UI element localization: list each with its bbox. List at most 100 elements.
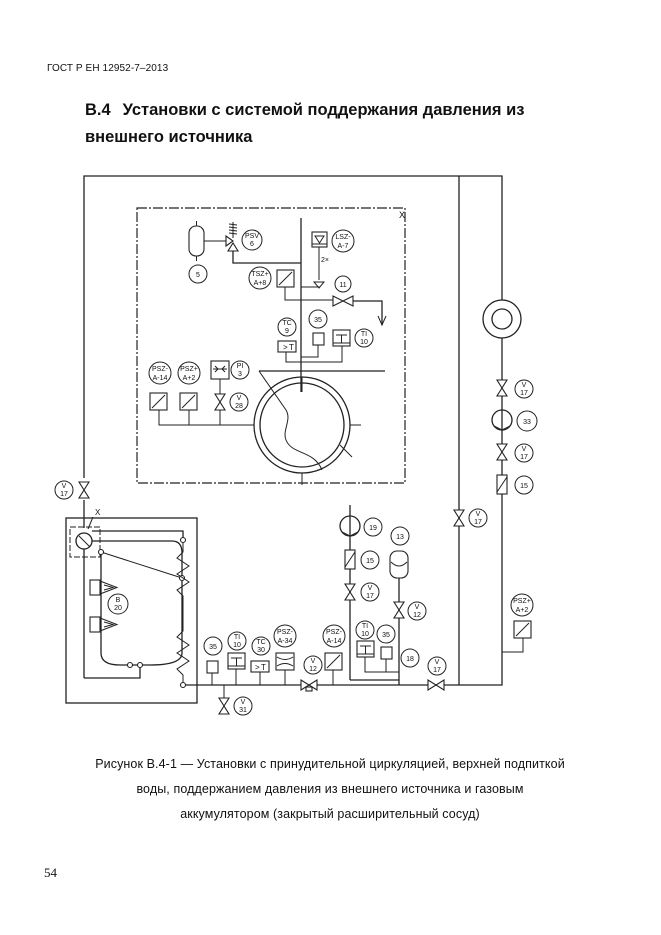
valve-v17-bottom — [427, 679, 445, 691]
valve-v31-drain — [218, 685, 230, 715]
svg-text:A-14: A-14 — [153, 375, 168, 382]
valve-v17-right-upper — [496, 379, 508, 397]
svg-text:13: 13 — [396, 534, 404, 541]
svg-text:17: 17 — [474, 519, 482, 526]
svg-text:9: 9 — [285, 328, 289, 335]
tag-b20: B20 — [107, 593, 129, 615]
svg-text:LSZ-: LSZ- — [335, 234, 351, 241]
boundary-x-marker: X — [399, 210, 405, 220]
svg-text:PSZ-: PSZ- — [152, 366, 169, 373]
svg-text:PI: PI — [237, 363, 244, 370]
svg-text:V: V — [522, 446, 527, 453]
svg-text:TI: TI — [362, 623, 368, 630]
svg-text:TI: TI — [361, 331, 367, 338]
makeup-pump-19 — [339, 515, 361, 537]
svg-text:12: 12 — [309, 666, 317, 673]
svg-text:V: V — [311, 658, 316, 665]
page-number: 54 — [44, 865, 57, 880]
tag-v17-right-upper: V17 — [514, 379, 534, 399]
main-pipework — [83, 175, 503, 686]
heat-consumer — [482, 299, 522, 339]
svg-text:A+2: A+2 — [183, 375, 196, 382]
tag-tc9: TC9 — [277, 317, 297, 337]
svg-text:17: 17 — [520, 390, 528, 397]
svg-text:33: 33 — [523, 419, 531, 426]
svg-text:A+8: A+8 — [254, 280, 267, 287]
valve-v12-bottom — [300, 679, 318, 692]
boiler-drum — [236, 370, 361, 485]
tag-15a: 15 — [514, 475, 534, 495]
section-heading: В.4 Установки с системой поддержания дав… — [85, 97, 605, 151]
svg-text:A+2: A+2 — [516, 607, 529, 614]
section-title: Установки с системой поддержания давлени… — [85, 101, 525, 146]
svg-text:35: 35 — [209, 644, 217, 651]
tag-psz-a2-top: PSZ+ A+2 — [177, 361, 201, 385]
svg-text:V: V — [241, 699, 246, 706]
svg-text:11: 11 — [339, 282, 346, 289]
tag-lsz-a7: LSZ- A-7 — [331, 229, 355, 253]
tag-tsz-a8: TSZ+ A+8 — [248, 266, 272, 290]
svg-text:17: 17 — [433, 667, 441, 674]
svg-text:10: 10 — [360, 339, 368, 346]
tag-13: 13 — [390, 526, 410, 546]
tag-psz-a34: PSZ- A-34 — [273, 624, 297, 648]
svg-text:20: 20 — [114, 605, 122, 612]
svg-text:18: 18 — [406, 656, 414, 663]
valve-v17-right-lower — [496, 443, 508, 461]
tag-18: 18 — [400, 648, 420, 668]
tag-11: 11 — [334, 275, 352, 293]
svg-text:V: V — [476, 511, 481, 518]
valve-v28 — [214, 379, 226, 411]
tag-35b: 35 — [203, 636, 223, 656]
svg-text:PSV: PSV — [245, 233, 259, 240]
svg-text:17: 17 — [366, 593, 374, 600]
svg-text:3: 3 — [238, 371, 242, 378]
svg-text:B: B — [116, 597, 121, 604]
pressure-gauge-pi3 — [210, 360, 230, 380]
svg-text:PSZ+: PSZ+ — [180, 366, 198, 373]
svg-text:TI: TI — [234, 634, 240, 641]
tag-v17-bottom: V17 — [427, 656, 447, 676]
tag-psz-a2-right: PSZ+ A+2 — [510, 593, 534, 617]
svg-text:28: 28 — [235, 403, 243, 410]
svg-text:X: X — [95, 508, 101, 517]
annotation-2x: 2× — [321, 257, 329, 264]
svg-text:V: V — [368, 585, 373, 592]
tag-35c: 35 — [376, 624, 396, 644]
pressure-switch-psz-a34 — [275, 652, 295, 671]
svg-text:A-7: A-7 — [338, 243, 349, 250]
svg-text:TSZ+: TSZ+ — [251, 271, 268, 278]
svg-text:V: V — [522, 382, 527, 389]
boundary-x-frame — [136, 207, 406, 484]
svg-text:TC: TC — [282, 320, 291, 327]
svg-text:5: 5 — [196, 272, 200, 279]
svg-text:A-34: A-34 — [278, 638, 293, 645]
svg-text:15: 15 — [520, 483, 528, 490]
valve-11 — [332, 295, 387, 327]
svg-text:PSZ-: PSZ- — [277, 629, 294, 636]
tag-33: 33 — [516, 410, 538, 432]
tag-v12a: V12 — [407, 601, 427, 621]
tag-pi3: PI3 — [230, 360, 250, 380]
safety-valve-psv6 — [225, 222, 301, 264]
svg-text:19: 19 — [369, 525, 377, 532]
svg-text:15: 15 — [366, 558, 374, 565]
caption-line-3: аккумулятором (закрытый расширительный с… — [180, 807, 480, 821]
tag-15b: 15 — [360, 550, 380, 570]
svg-text:31: 31 — [239, 707, 247, 714]
figure-caption: Рисунок В.4-1 — Установки с принудительн… — [60, 752, 600, 827]
tag-psz-a14-top: PSZ- A-14 — [148, 361, 172, 385]
tag-v12b: V12 — [303, 655, 323, 675]
document-header-id: ГОСТ Р ЕН 12952-7–2013 — [47, 63, 169, 74]
tag-v17-left: V17 — [54, 480, 74, 500]
svg-text:17: 17 — [60, 491, 68, 498]
svg-text:30: 30 — [257, 647, 265, 654]
svg-text:PSZ+: PSZ+ — [513, 598, 531, 605]
valve-v17-bypass — [453, 509, 465, 527]
svg-text:10: 10 — [361, 631, 369, 638]
svg-text:V: V — [62, 483, 67, 490]
svg-text:6: 6 — [250, 241, 254, 248]
